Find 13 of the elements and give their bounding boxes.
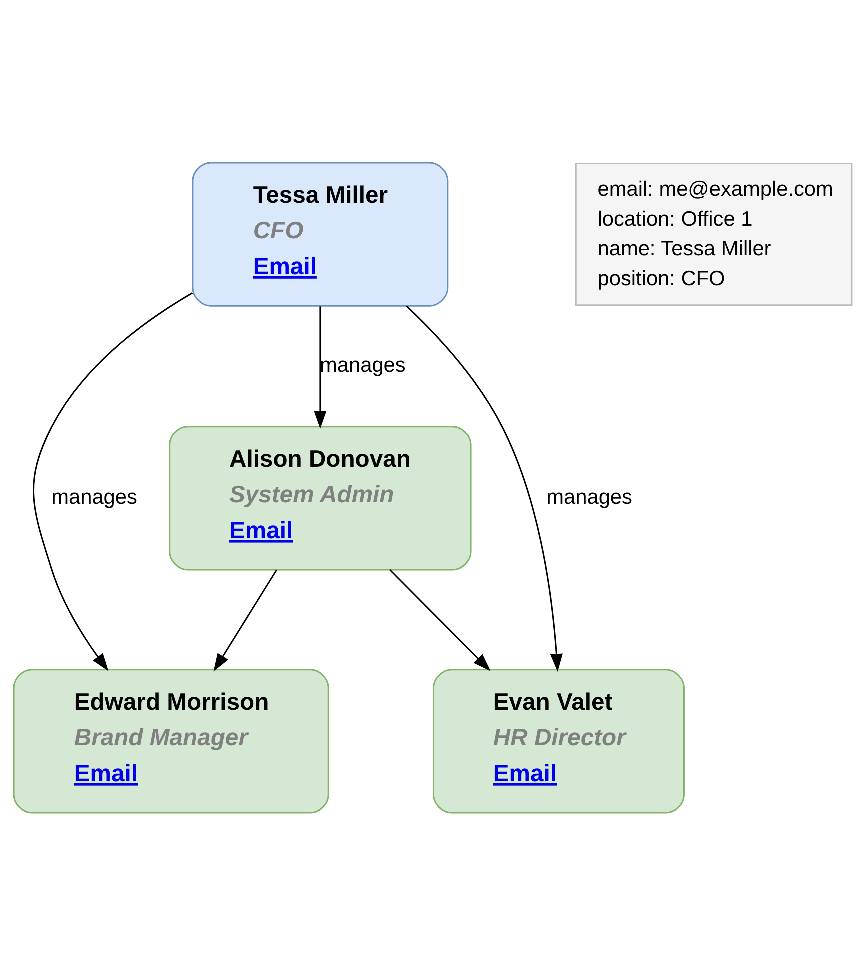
arrow: [214, 570, 278, 672]
arrow: [406, 306, 563, 672]
node-box: email: me@example.com location: Office 1 name: Tessa Miller position: CFO: [575, 162, 853, 306]
edge-label: manages: [320, 354, 406, 377]
node-box: Tessa Miller CFO Email: [192, 162, 449, 307]
arrow: [314, 306, 327, 429]
arrow: [390, 569, 491, 672]
node-box: Evan Valet HR Director Email: [433, 669, 685, 814]
arrow: [33, 292, 193, 672]
edge-label: manages: [546, 486, 632, 509]
edge-label: manages: [52, 486, 138, 509]
node-box: Alison Donovan System Admin Email: [169, 426, 472, 571]
node-box: Edward Morrison Brand Manager Email: [13, 669, 330, 814]
